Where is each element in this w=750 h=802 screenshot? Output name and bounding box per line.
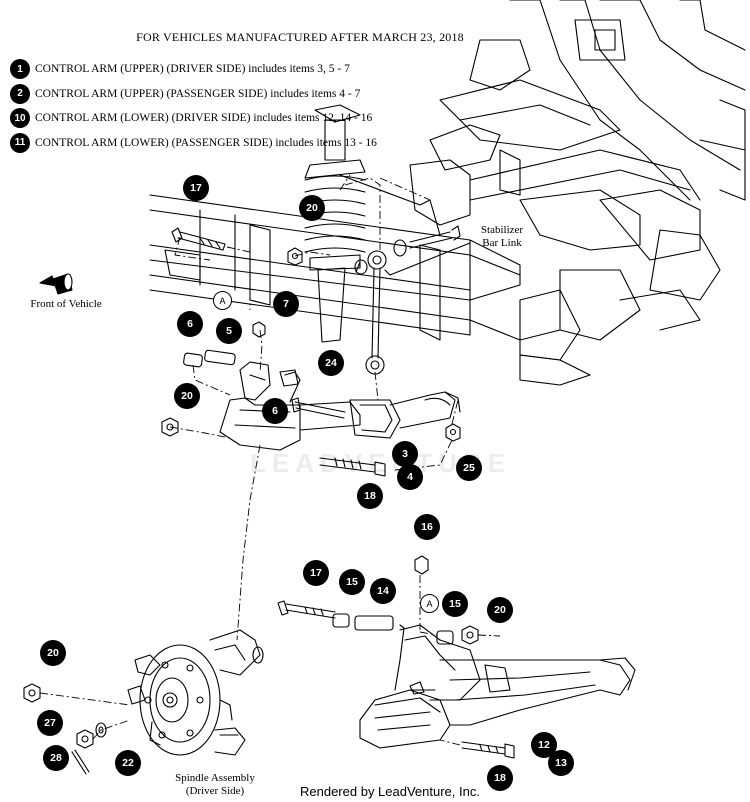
reference-a-lower: A [420,594,439,613]
stabilizer-label-line2: Bar Link [482,237,522,249]
callout-15[interactable]: 15 [339,569,365,595]
legend-item: 11 CONTROL ARM (LOWER) (PASSENGER SIDE) … [10,132,377,154]
spindle-assembly [127,629,264,756]
callout-17[interactable]: 17 [183,175,209,201]
reference-a-upper: A [213,291,232,310]
front-of-vehicle-label: Front of Vehicle [30,298,102,310]
bushings-14-15 [332,613,394,631]
callout-20[interactable]: 20 [174,383,200,409]
legend: 1 CONTROL ARM (UPPER) (DRIVER SIDE) incl… [10,58,377,156]
callout-15[interactable]: 15 [442,591,468,617]
legend-number: 2 [10,83,30,104]
callout-6[interactable]: 6 [262,398,288,424]
callout-20[interactable]: 20 [487,597,513,623]
legend-number: 11 [10,132,30,153]
crossmember [149,194,561,341]
legend-text: CONTROL ARM (UPPER) (PASSENGER SIDE) inc… [35,87,361,100]
callout-22[interactable]: 22 [115,750,141,776]
nut-20-lower-right [461,625,479,645]
legend-item: 10 CONTROL ARM (LOWER) (DRIVER SIDE) inc… [10,107,377,129]
callout-4[interactable]: 4 [397,464,423,490]
nut-27 [76,729,94,749]
nut-25 [445,423,461,442]
spindle-label-line2: (Driver Side) [185,785,245,797]
legend-text: CONTROL ARM (UPPER) (DRIVER SIDE) includ… [35,63,350,75]
bolt-17-lower [277,600,336,619]
stabilizer-label-line1: Stabilizer [480,224,524,236]
spindle-label-line1: Spindle Assembly [175,772,255,784]
bolt-18-upper [319,457,386,477]
callout-13[interactable]: 13 [548,750,574,776]
cotter-pin-28 [71,749,90,775]
legend-number: 10 [10,108,30,128]
callout-5[interactable]: 5 [216,318,242,344]
callout-24[interactable]: 24 [318,350,344,376]
legend-text: CONTROL ARM (LOWER) (DRIVER SIDE) includ… [35,112,373,124]
page-title: FOR VEHICLES MANUFACTURED AFTER MARCH 23… [136,30,464,44]
front-of-vehicle-arrow-icon [39,273,73,295]
fitting-16 [414,555,429,575]
bolt-17-upper [171,227,226,251]
legend-item: 1 CONTROL ARM (UPPER) (DRIVER SIDE) incl… [10,58,377,80]
alignment-lines [39,174,501,746]
callout-18[interactable]: 18 [357,483,383,509]
nut-20-top [287,247,303,266]
legend-number: 1 [10,59,30,79]
stabilizer-bar-link [354,225,471,375]
callout-18[interactable]: 18 [487,765,513,791]
washer-22 [95,722,107,738]
nut-7 [252,321,266,338]
callout-6[interactable]: 6 [177,311,203,337]
bolt-18-lower [461,741,515,759]
callout-20[interactable]: 20 [40,640,66,666]
callout-7[interactable]: 7 [273,291,299,317]
callout-20[interactable]: 20 [299,195,325,221]
stabilizer-label: Stabilizer Bar Link [472,224,532,250]
footer-credit: Rendered by LeadVenture, Inc. [300,784,480,799]
callout-17[interactable]: 17 [303,560,329,586]
spindle-label: Spindle Assembly (Driver Side) [160,772,270,798]
callout-3[interactable]: 3 [392,441,418,467]
vehicle-frame [409,0,746,386]
callout-25[interactable]: 25 [456,455,482,481]
callout-16[interactable]: 16 [414,514,440,540]
legend-text: CONTROL ARM (LOWER) (PASSENGER SIDE) inc… [35,136,377,149]
callout-27[interactable]: 27 [37,710,63,736]
callout-14[interactable]: 14 [370,578,396,604]
lower-control-arm [359,624,636,749]
callout-28[interactable]: 28 [43,745,69,771]
nut-20-lower-left [23,683,41,703]
legend-item: 2 CONTROL ARM (UPPER) (PASSENGER SIDE) i… [10,83,377,105]
nut-20-upper [161,417,179,437]
